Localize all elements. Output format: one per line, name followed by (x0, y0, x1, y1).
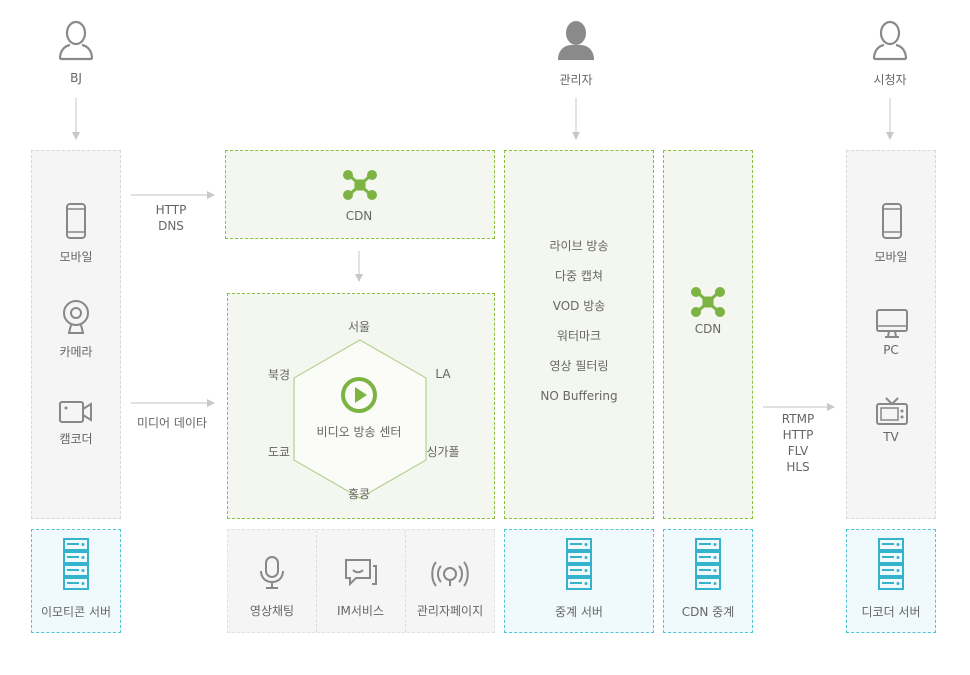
feature-vod: VOD 방송 (552, 299, 606, 313)
cdn-network-icon (343, 170, 377, 200)
features-list: 라이브 방송 다중 캡쳐 VOD 방송 워터마크 영상 필터링 NO Buffe… (504, 236, 654, 406)
bj-camcorder-label: 캠코더 (59, 432, 93, 446)
link-dns-label: DNS (158, 219, 184, 233)
features-panel (504, 150, 654, 519)
relay-server-panel (504, 529, 654, 633)
viewer-tv-label: TV (883, 430, 899, 444)
cdn-right-label: CDN (694, 322, 722, 336)
cdn-relay-label: CDN 중계 (681, 605, 735, 619)
server-icon (63, 538, 89, 590)
protocol-flv: FLV (787, 444, 809, 458)
bj-device-panel (31, 150, 121, 519)
bj-camera-label: 카메라 (59, 345, 93, 359)
link-http-label: HTTP (155, 203, 187, 217)
video-center-label: 비디오 방송 센터 (316, 425, 402, 439)
service-admin-page-label: 관리자페이지 (416, 604, 484, 618)
viewer-device-panel (846, 150, 936, 519)
feature-no-buffering: NO Buffering (540, 389, 618, 403)
mobile-phone-icon (66, 203, 86, 239)
hexagon-outline (293, 339, 427, 499)
service-video-chat-label: 영상채팅 (249, 604, 295, 618)
city-beijing: 북경 (267, 368, 291, 382)
play-circle-icon (341, 377, 377, 413)
feature-multi-capture: 다중 캡쳐 (555, 269, 603, 283)
actor-bj-label: BJ (70, 71, 82, 85)
services-divider-1 (316, 530, 317, 632)
city-tokyo: 도쿄 (267, 445, 291, 459)
emoticon-server-label: 이모티콘 서버 (40, 605, 112, 619)
cdn-network-icon (691, 287, 725, 317)
cdn-relay-panel (663, 529, 753, 633)
city-hongkong: 홍콩 (347, 487, 371, 501)
user-outline-icon (58, 20, 94, 61)
protocol-http: HTTP (782, 428, 814, 442)
link-media-data-label: 미디어 데이타 (136, 416, 208, 430)
feature-watermark: 워터마크 (556, 329, 602, 343)
relay-server-label: 중계 서버 (555, 605, 603, 619)
city-la: LA (435, 367, 451, 381)
microphone-icon (260, 556, 284, 589)
webcam-icon (63, 300, 89, 334)
cdn-top-panel (225, 150, 495, 239)
viewer-pc-label: PC (883, 343, 899, 357)
output-protocols: RTMP HTTP FLV HLS (758, 411, 838, 475)
actor-viewer-label: 시청자 (873, 73, 907, 87)
feature-filter: 영상 필터링 (549, 359, 609, 373)
feature-live: 라이브 방송 (549, 239, 609, 253)
server-icon (695, 538, 721, 590)
server-icon (878, 538, 904, 590)
camcorder-icon (59, 401, 92, 423)
chat-bubble-icon (345, 559, 377, 587)
monitor-icon (876, 309, 908, 338)
viewer-mobile-label: 모바일 (874, 250, 908, 264)
city-seoul: 서울 (347, 320, 371, 334)
actor-admin-label: 관리자 (559, 73, 593, 87)
protocol-hls: HLS (786, 460, 810, 474)
protocol-rtmp: RTMP (781, 412, 815, 426)
cdn-right-panel (663, 150, 753, 519)
cdn-top-label: CDN (345, 209, 373, 223)
service-im-label: IM서비스 (336, 604, 384, 618)
user-outline-icon (872, 20, 908, 61)
tv-icon (876, 397, 908, 425)
decoder-server-label: 디코더 서버 (861, 605, 921, 619)
services-divider-2 (405, 530, 406, 632)
user-filled-icon (558, 21, 594, 60)
emoticon-server-panel (31, 529, 121, 633)
bj-mobile-label: 모바일 (59, 250, 93, 264)
city-singapore: 싱가폴 (426, 445, 460, 459)
broadcast-icon (431, 561, 469, 587)
mobile-phone-icon (882, 203, 902, 239)
decoder-server-panel (846, 529, 936, 633)
server-icon (566, 538, 592, 590)
